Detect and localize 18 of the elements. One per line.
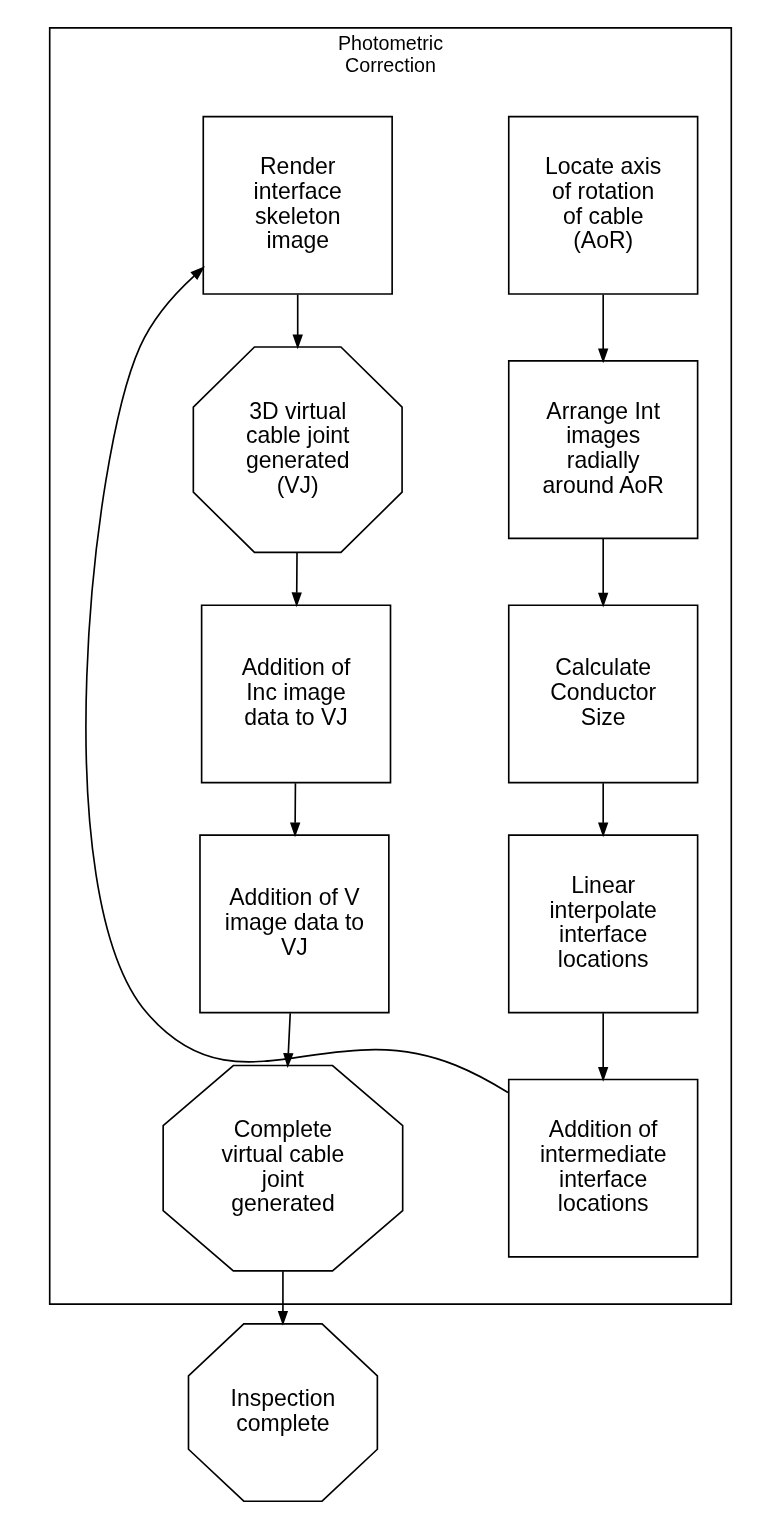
node-box: Locate axis of rotation of cable (AoR)	[507, 115, 698, 295]
node-box: Addition of V image data to VJ	[198, 834, 390, 1014]
node-box: Addition of intermediate interface locations	[507, 1078, 698, 1258]
node-box: Addition of Inc image data to VJ	[200, 604, 391, 784]
node-box: Arrange Int images radially around AoR	[507, 360, 698, 540]
arrow	[291, 551, 302, 608]
arrow	[597, 1012, 608, 1082]
arrow	[597, 782, 608, 838]
arrow	[289, 782, 300, 838]
arrow	[597, 293, 608, 364]
node-box: Render interface skeleton image	[201, 115, 393, 295]
node-box: Linear interpolate interface locations	[507, 834, 698, 1014]
arrow	[277, 1270, 288, 1326]
arrow	[84, 266, 509, 1094]
arrow	[597, 538, 608, 608]
node-box: Calculate Conductor Size	[507, 604, 698, 784]
arrow	[282, 1012, 293, 1068]
arrow	[292, 293, 303, 350]
